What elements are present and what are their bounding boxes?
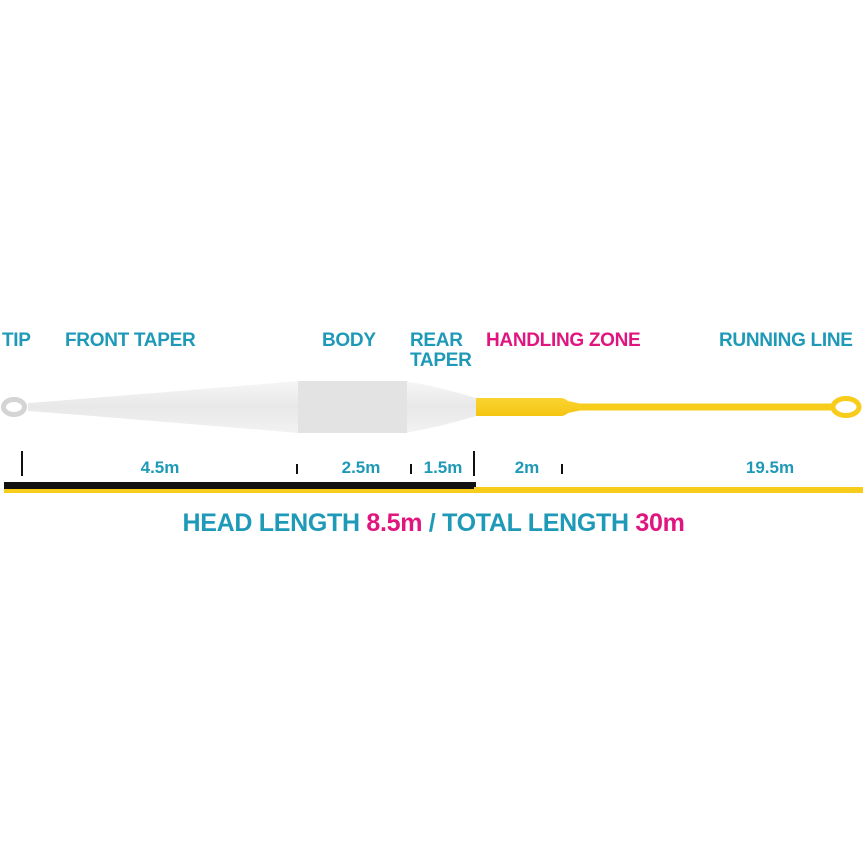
body-label: BODY <box>322 330 376 351</box>
rear-taper-shape <box>405 381 476 433</box>
body-length: 2.5m <box>341 458 381 477</box>
length-summary: HEAD LENGTH 8.5m / TOTAL LENGTH 30m <box>0 509 867 538</box>
tick-body-start <box>296 464 298 474</box>
tick-head-end <box>473 451 475 476</box>
front-taper-length: 4.5m <box>140 458 180 477</box>
total-length-label: TOTAL LENGTH <box>442 509 636 537</box>
front-taper-label: FRONT TAPER <box>65 330 196 351</box>
handling-zone-length: 2m <box>514 458 540 477</box>
head-length-value: 8.5m <box>366 509 423 537</box>
summary-separator: / <box>422 509 443 537</box>
tip-loop <box>1 397 27 417</box>
tip-label: TIP <box>2 330 31 351</box>
running-line-loop <box>830 396 862 418</box>
head-length-label: HEAD LENGTH <box>182 509 367 537</box>
running-line-label: RUNNING LINE <box>719 330 853 351</box>
head-length-bar <box>4 482 476 489</box>
total-length-value: 30m <box>635 509 685 537</box>
running-length-bar <box>474 487 863 493</box>
rear-taper-label-line2: TAPER <box>410 350 472 371</box>
rear-taper-length: 1.5m <box>423 458 463 477</box>
running-line-length: 19.5m <box>745 458 795 477</box>
handling-zone-shape <box>472 398 580 416</box>
rear-taper-label-line1: REAR <box>410 330 463 351</box>
head-length-bar-under <box>4 489 476 493</box>
tick-handling-end <box>561 464 563 474</box>
tick-start <box>21 451 23 476</box>
tick-rear-taper-start <box>410 464 412 474</box>
front-taper-shape <box>28 381 298 433</box>
running-line <box>560 403 835 411</box>
body-shape <box>297 381 407 433</box>
handling-zone-label: HANDLING ZONE <box>486 330 641 351</box>
